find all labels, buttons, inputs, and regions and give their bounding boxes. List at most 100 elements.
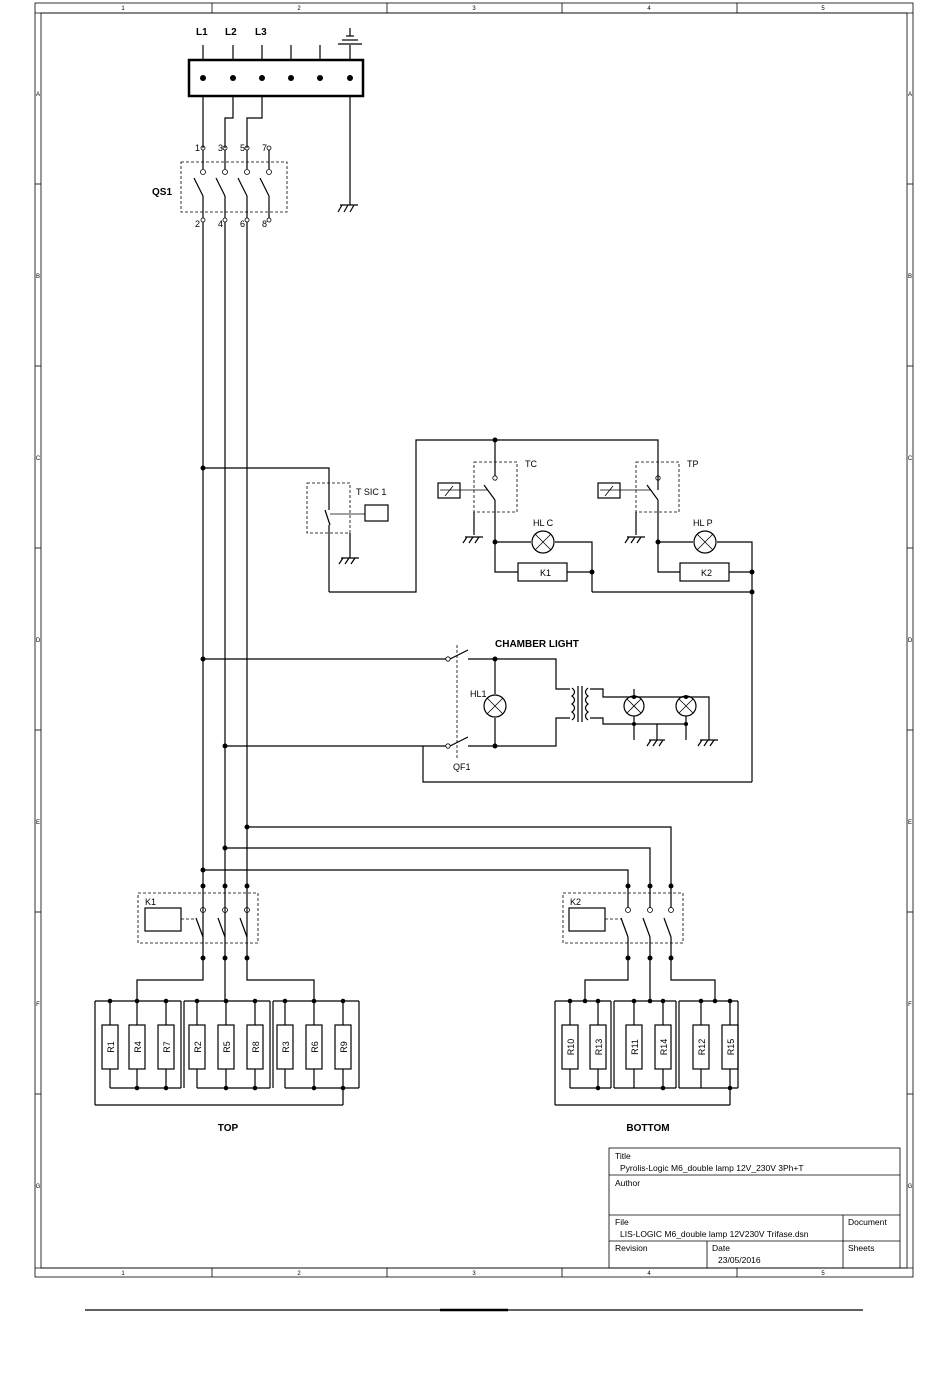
- col-label-2: 2: [297, 6, 301, 12]
- qs1-pin-4: 4: [218, 219, 223, 229]
- main-switch-qs1: QS1 1 3 5 7 2 4 6 8: [152, 143, 288, 229]
- resistor-r13: R13: [589, 1001, 607, 1088]
- resistor-r7: R7: [157, 1001, 175, 1088]
- earth-symbol-icon: [338, 28, 362, 45]
- col-label-2-bottom: 2: [297, 1271, 301, 1277]
- revision-label: Revision: [615, 1243, 648, 1253]
- row-label-g: G: [36, 1184, 41, 1190]
- resistor-r2: R2: [188, 1001, 206, 1088]
- label-r14: R14: [659, 1039, 669, 1056]
- resistor-r9: R9: [334, 1001, 352, 1088]
- label-r15: R15: [726, 1039, 736, 1056]
- label-l3: L3: [255, 27, 267, 38]
- label-r8: R8: [251, 1041, 261, 1053]
- chamber-light-title: CHAMBER LIGHT: [495, 639, 579, 650]
- col-label-1: 1: [121, 6, 125, 12]
- author-label: Author: [615, 1178, 640, 1188]
- supply-wiring: [202, 96, 358, 213]
- label-r5: R5: [222, 1041, 232, 1053]
- date-label: Date: [712, 1243, 730, 1253]
- label-contactor-k2: K2: [570, 897, 581, 907]
- transformer-icon: [571, 686, 589, 722]
- document-label: Document: [848, 1217, 887, 1227]
- row-label-d: D: [36, 638, 41, 644]
- resistor-r5: R5: [217, 1001, 235, 1088]
- resistor-bank-top: R1 R4 R7 R2 R5 R8 R3 R6 R9 TOP: [94, 958, 360, 1134]
- label-r11: R11: [630, 1039, 640, 1055]
- label-r10: R10: [566, 1039, 576, 1056]
- ground-symbol-icon: [646, 739, 665, 747]
- row-label-f-right: F: [908, 1002, 912, 1008]
- resistor-r11: R11: [625, 1001, 643, 1088]
- qs1-pin-7: 7: [262, 143, 267, 153]
- resistor-r6: R6: [305, 1001, 323, 1088]
- date-value: 23/05/2016: [718, 1255, 761, 1265]
- resistor-r10: R10: [561, 1001, 579, 1088]
- label-contactor-k1: K1: [145, 897, 156, 907]
- title-label: Title: [615, 1151, 631, 1161]
- control-circuit: T SIC 1 TC HL C K1: [203, 437, 755, 782]
- label-r13: R13: [594, 1039, 604, 1056]
- ground-symbol-icon: [624, 536, 645, 544]
- label-qs1: QS1: [152, 187, 172, 198]
- qs1-pin-2: 2: [195, 219, 200, 229]
- label-l2: L2: [225, 27, 237, 38]
- title-block: Title Pyrolis-Logic M6_double lamp 12V_2…: [608, 1147, 901, 1269]
- label-tsic1: T SIC 1: [356, 487, 386, 497]
- file-name: LIS-LOGIC M6_double lamp 12V230V Trifase…: [620, 1229, 809, 1239]
- contactor-k2: K2: [562, 892, 684, 961]
- cross-bus: [200, 826, 674, 908]
- resistor-bank-bottom: R10 R13 R11 R14 R12 R15 BOTTOM: [554, 958, 739, 1134]
- col-label-3-bottom: 3: [472, 1271, 476, 1277]
- resistor-r4: R4: [128, 1001, 146, 1088]
- drawing-title: Pyrolis-Logic M6_double lamp 12V_230V 3P…: [620, 1163, 804, 1173]
- main-bus: [200, 222, 250, 960]
- row-label-b: B: [36, 274, 40, 280]
- label-k1-coil: K1: [540, 568, 551, 578]
- label-r9: R9: [339, 1041, 349, 1053]
- sheets-label: Sheets: [848, 1243, 874, 1253]
- contactor-k1: K1: [137, 892, 259, 961]
- ground-symbol-icon: [337, 204, 358, 213]
- col-label-3: 3: [472, 6, 476, 12]
- col-label-5-bottom: 5: [821, 1271, 825, 1277]
- resistor-r14: R14: [654, 1001, 672, 1088]
- label-tc: TC: [525, 459, 537, 469]
- resistor-r3: R3: [276, 1001, 294, 1088]
- row-label-b-right: B: [908, 274, 912, 280]
- label-r7: R7: [162, 1041, 172, 1053]
- label-hl1: HL1: [470, 689, 487, 699]
- label-l1: L1: [196, 27, 208, 38]
- label-r4: R4: [133, 1041, 143, 1053]
- row-label-e-right: E: [908, 820, 912, 826]
- resistor-r15: R15: [721, 1001, 739, 1088]
- file-label: File: [615, 1217, 629, 1227]
- qs1-pin-1: 1: [195, 143, 200, 153]
- row-label-a-right: A: [908, 92, 912, 98]
- ground-symbol-icon: [338, 557, 359, 565]
- row-label-e: E: [36, 820, 40, 826]
- qs1-pin-8: 8: [262, 219, 267, 229]
- label-tp: TP: [687, 459, 699, 469]
- row-label-g-right: G: [908, 1184, 913, 1190]
- qs1-pin-5: 5: [240, 143, 245, 153]
- row-label-d-right: D: [908, 638, 913, 644]
- col-label-4: 4: [647, 6, 651, 12]
- label-hlp: HL P: [693, 518, 713, 528]
- ground-symbol-icon: [697, 739, 718, 747]
- label-r6: R6: [310, 1041, 320, 1053]
- label-r3: R3: [281, 1041, 291, 1053]
- lamp-hlc-icon: [531, 530, 555, 554]
- label-top-group: TOP: [218, 1123, 239, 1134]
- lamp-hlp-icon: [693, 530, 717, 554]
- row-label-a: A: [36, 92, 40, 98]
- row-label-f: F: [36, 1002, 40, 1008]
- label-r2: R2: [193, 1041, 203, 1053]
- qs1-pin-6: 6: [240, 219, 245, 229]
- chamber-light-circuit: CHAMBER LIGHT QF1 HL1: [203, 639, 752, 783]
- resistor-r8: R8: [246, 1001, 264, 1088]
- lamp-hl1-icon: [483, 694, 507, 718]
- qs1-pin-3: 3: [218, 143, 223, 153]
- row-label-c-right: C: [908, 456, 913, 462]
